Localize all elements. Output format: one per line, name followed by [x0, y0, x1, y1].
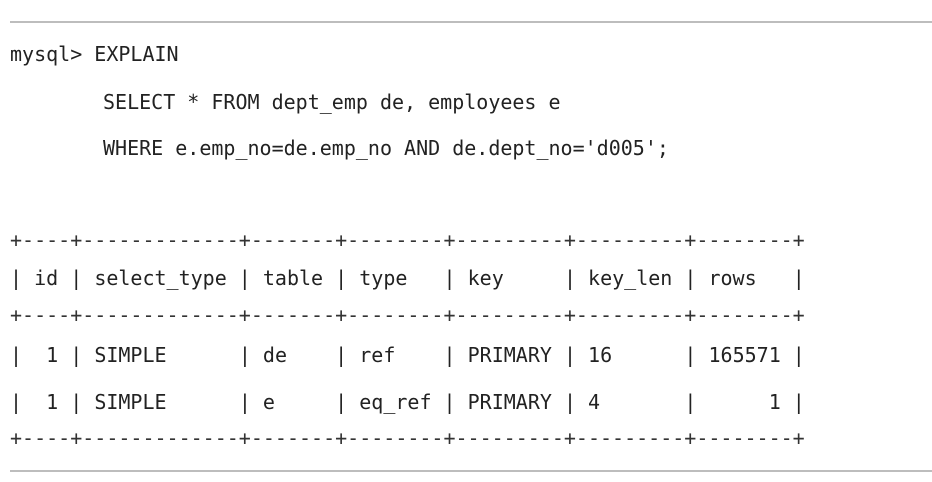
top-rule — [10, 21, 932, 23]
column-header-type: type — [359, 266, 408, 290]
sql-text-line-3: WHERE e.emp_no=de.emp_no AND de.dept_no=… — [103, 136, 669, 160]
table-cell: PRIMARY — [467, 390, 552, 414]
table-cell: SIMPLE — [94, 390, 167, 414]
table-cell: SIMPLE — [94, 343, 167, 367]
table-border-top: +----+-------------+-------+--------+---… — [10, 228, 805, 252]
table-border-bottom: +----+-------------+-------+--------+---… — [10, 426, 805, 450]
mysql-prompt: mysql> — [10, 42, 83, 66]
column-header-key-len: key_len — [588, 266, 673, 290]
table-border-header: +----+-------------+-------+--------+---… — [10, 303, 805, 327]
table-row: | 1 | SIMPLE | de | ref | PRIMARY | 16 |… — [10, 343, 805, 367]
column-header-select-type: select_type — [94, 266, 227, 290]
sql-text-line-1: EXPLAIN — [94, 42, 179, 66]
table-cell: de — [262, 343, 287, 367]
table-cell: 4 — [588, 390, 601, 414]
table-cell: 165571 — [708, 343, 781, 367]
table-cell: 1 — [768, 390, 781, 414]
table-cell: 1 — [46, 390, 59, 414]
column-header-id: id — [34, 266, 59, 290]
column-header-key: key — [467, 266, 504, 290]
table-cell: 16 — [588, 343, 613, 367]
table-cell: eq_ref — [359, 390, 432, 414]
bottom-rule — [10, 470, 932, 472]
table-header-row: | id | select_type | table | type | key … — [10, 266, 805, 290]
column-header-rows: rows — [708, 266, 757, 290]
command-line-1: mysql> EXPLAIN — [10, 42, 179, 66]
table-cell: 1 — [46, 343, 59, 367]
table-cell: PRIMARY — [467, 343, 552, 367]
sql-text-line-2: SELECT * FROM dept_emp de, employees e — [103, 90, 561, 114]
table-row: | 1 | SIMPLE | e | eq_ref | PRIMARY | 4 … — [10, 390, 805, 414]
column-header-table: table — [262, 266, 324, 290]
table-cell: ref — [359, 343, 396, 367]
table-cell: e — [262, 390, 275, 414]
